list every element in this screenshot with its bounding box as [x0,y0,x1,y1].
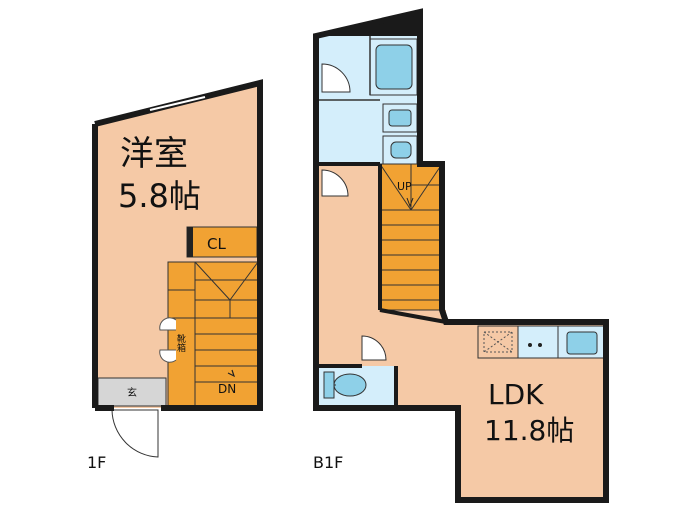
closet-label: CL [207,235,226,253]
room-1f-size: 5.8帖 [118,177,201,215]
stairs-1f-label: DN [218,382,236,396]
walls-b1f [313,8,609,503]
stairs-b1f-label: UP [397,180,412,193]
floor-b1f: LDK 11.8帖 UP B1F [313,8,609,503]
floor-b1f-label: B1F [313,453,343,472]
floor-1f-label: 1F [87,453,106,472]
room-1f-name: 洋室 [120,134,188,174]
kitchen-counter [477,325,605,359]
stairs-b1f [379,163,443,311]
floor-1f: 洋室 5.8帖 CL 靴箱 玄 DN 1F [87,79,263,472]
entrance-genkan [97,377,167,407]
ldk-name: LDK [488,378,544,411]
entrance-label: 玄 [127,386,137,399]
shoe-box-label: 靴箱 [175,333,186,353]
ldk-size: 11.8帖 [484,414,574,447]
entrance-door [111,408,161,458]
ldk-fill [316,164,606,500]
toilet-icon [323,371,367,399]
